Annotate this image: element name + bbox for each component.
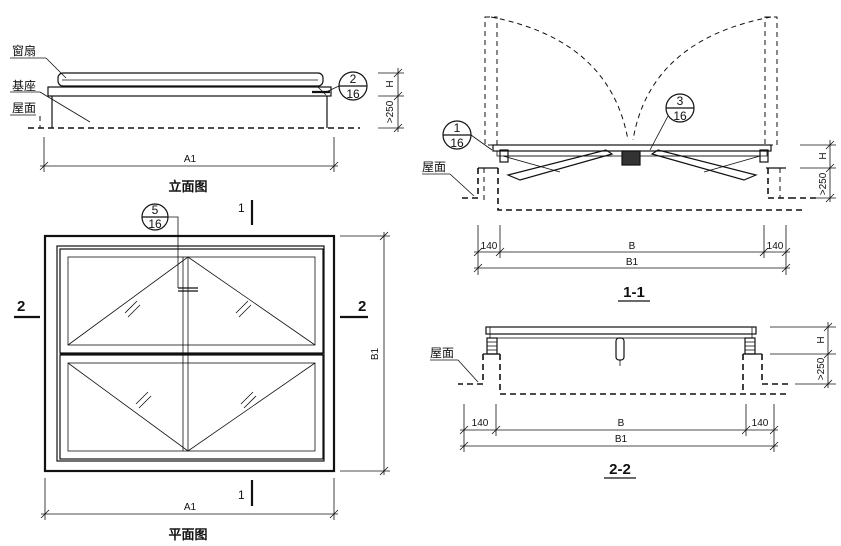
elev-A1-dim: A1 — [184, 154, 197, 165]
s22-B-dim: B — [618, 418, 625, 429]
s11-250-dim: >250 — [818, 172, 829, 195]
callout-2-top: 2 — [350, 72, 357, 86]
callout-5-bottom: 16 — [148, 217, 162, 231]
elevation-title: 立面图 — [168, 179, 207, 194]
s22-H-dim: H — [816, 336, 827, 343]
section-11-roof-line — [497, 168, 805, 211]
s22-B1-dim: B1 — [615, 434, 628, 445]
actuator-right — [650, 149, 758, 181]
open-sash-left — [484, 16, 498, 146]
swing-arc-left — [490, 16, 629, 141]
actuator-left — [506, 149, 614, 181]
section-2-2-view: 屋面 H >250 140 B 140 B1 2-2 — [430, 322, 836, 479]
section-2-left-label: 2 — [17, 298, 25, 315]
callout-1-bottom: 16 — [450, 136, 464, 150]
s11-140-left: 140 — [481, 241, 498, 252]
plan-title: 平面图 — [168, 527, 207, 542]
swing-arc-right — [632, 16, 772, 141]
callout-3-bottom: 16 — [673, 109, 687, 123]
plan-lower-sash — [59, 354, 324, 460]
opening-line-upper — [67, 256, 316, 346]
base-label: 基座 — [12, 78, 36, 93]
section-1-top-label: 1 — [238, 201, 245, 215]
callout-1-top: 1 — [454, 121, 461, 135]
s22-140-left: 140 — [472, 418, 489, 429]
section-11-sash — [492, 144, 772, 152]
s11-140-right: 140 — [767, 241, 784, 252]
elev-250-dim: >250 — [385, 100, 396, 123]
sash-label: 窗扇 — [12, 43, 36, 58]
elevation-view: 窗扇 基座 屋面 2 16 H >250 A1 立面图 — [10, 43, 404, 194]
callout-3-top: 3 — [677, 94, 684, 108]
elev-H-dim: H — [385, 80, 396, 87]
elevation-base — [47, 86, 332, 97]
s11-B1-dim: B1 — [626, 257, 639, 268]
plan-view: 5 16 1 1 2 2 B1 A1 平面图 — [14, 200, 390, 542]
section-22-roof-line — [499, 354, 790, 395]
roof-label-s11: 屋面 — [422, 160, 446, 174]
opening-line-lower — [67, 362, 316, 452]
elevation-sash — [57, 72, 324, 87]
section-11-title: 1-1 — [623, 284, 645, 301]
section-2-right-label: 2 — [358, 298, 366, 315]
s22-140-right: 140 — [752, 418, 769, 429]
s11-B-dim: B — [629, 241, 636, 252]
section-22-sash — [485, 326, 757, 335]
section-22-handle — [615, 337, 625, 361]
roof-label-s22: 屋面 — [430, 346, 454, 360]
plan-outer-frame — [43, 234, 336, 473]
plan-B1-dim: B1 — [370, 347, 381, 360]
callout-5-top: 5 — [152, 203, 159, 217]
plan-A1-dim: A1 — [184, 502, 197, 513]
roof-label: 屋面 — [12, 101, 36, 115]
section-1-bottom-label: 1 — [238, 488, 245, 502]
callout-2-bottom: 16 — [346, 87, 360, 101]
section-22-title: 2-2 — [609, 461, 631, 478]
s22-250-dim: >250 — [816, 357, 827, 380]
section-1-1-view: 屋面 1 16 3 16 H >250 — [422, 16, 836, 302]
open-sash-right — [764, 16, 778, 146]
plan-upper-sash — [59, 248, 324, 354]
s11-H-dim: H — [818, 152, 829, 159]
